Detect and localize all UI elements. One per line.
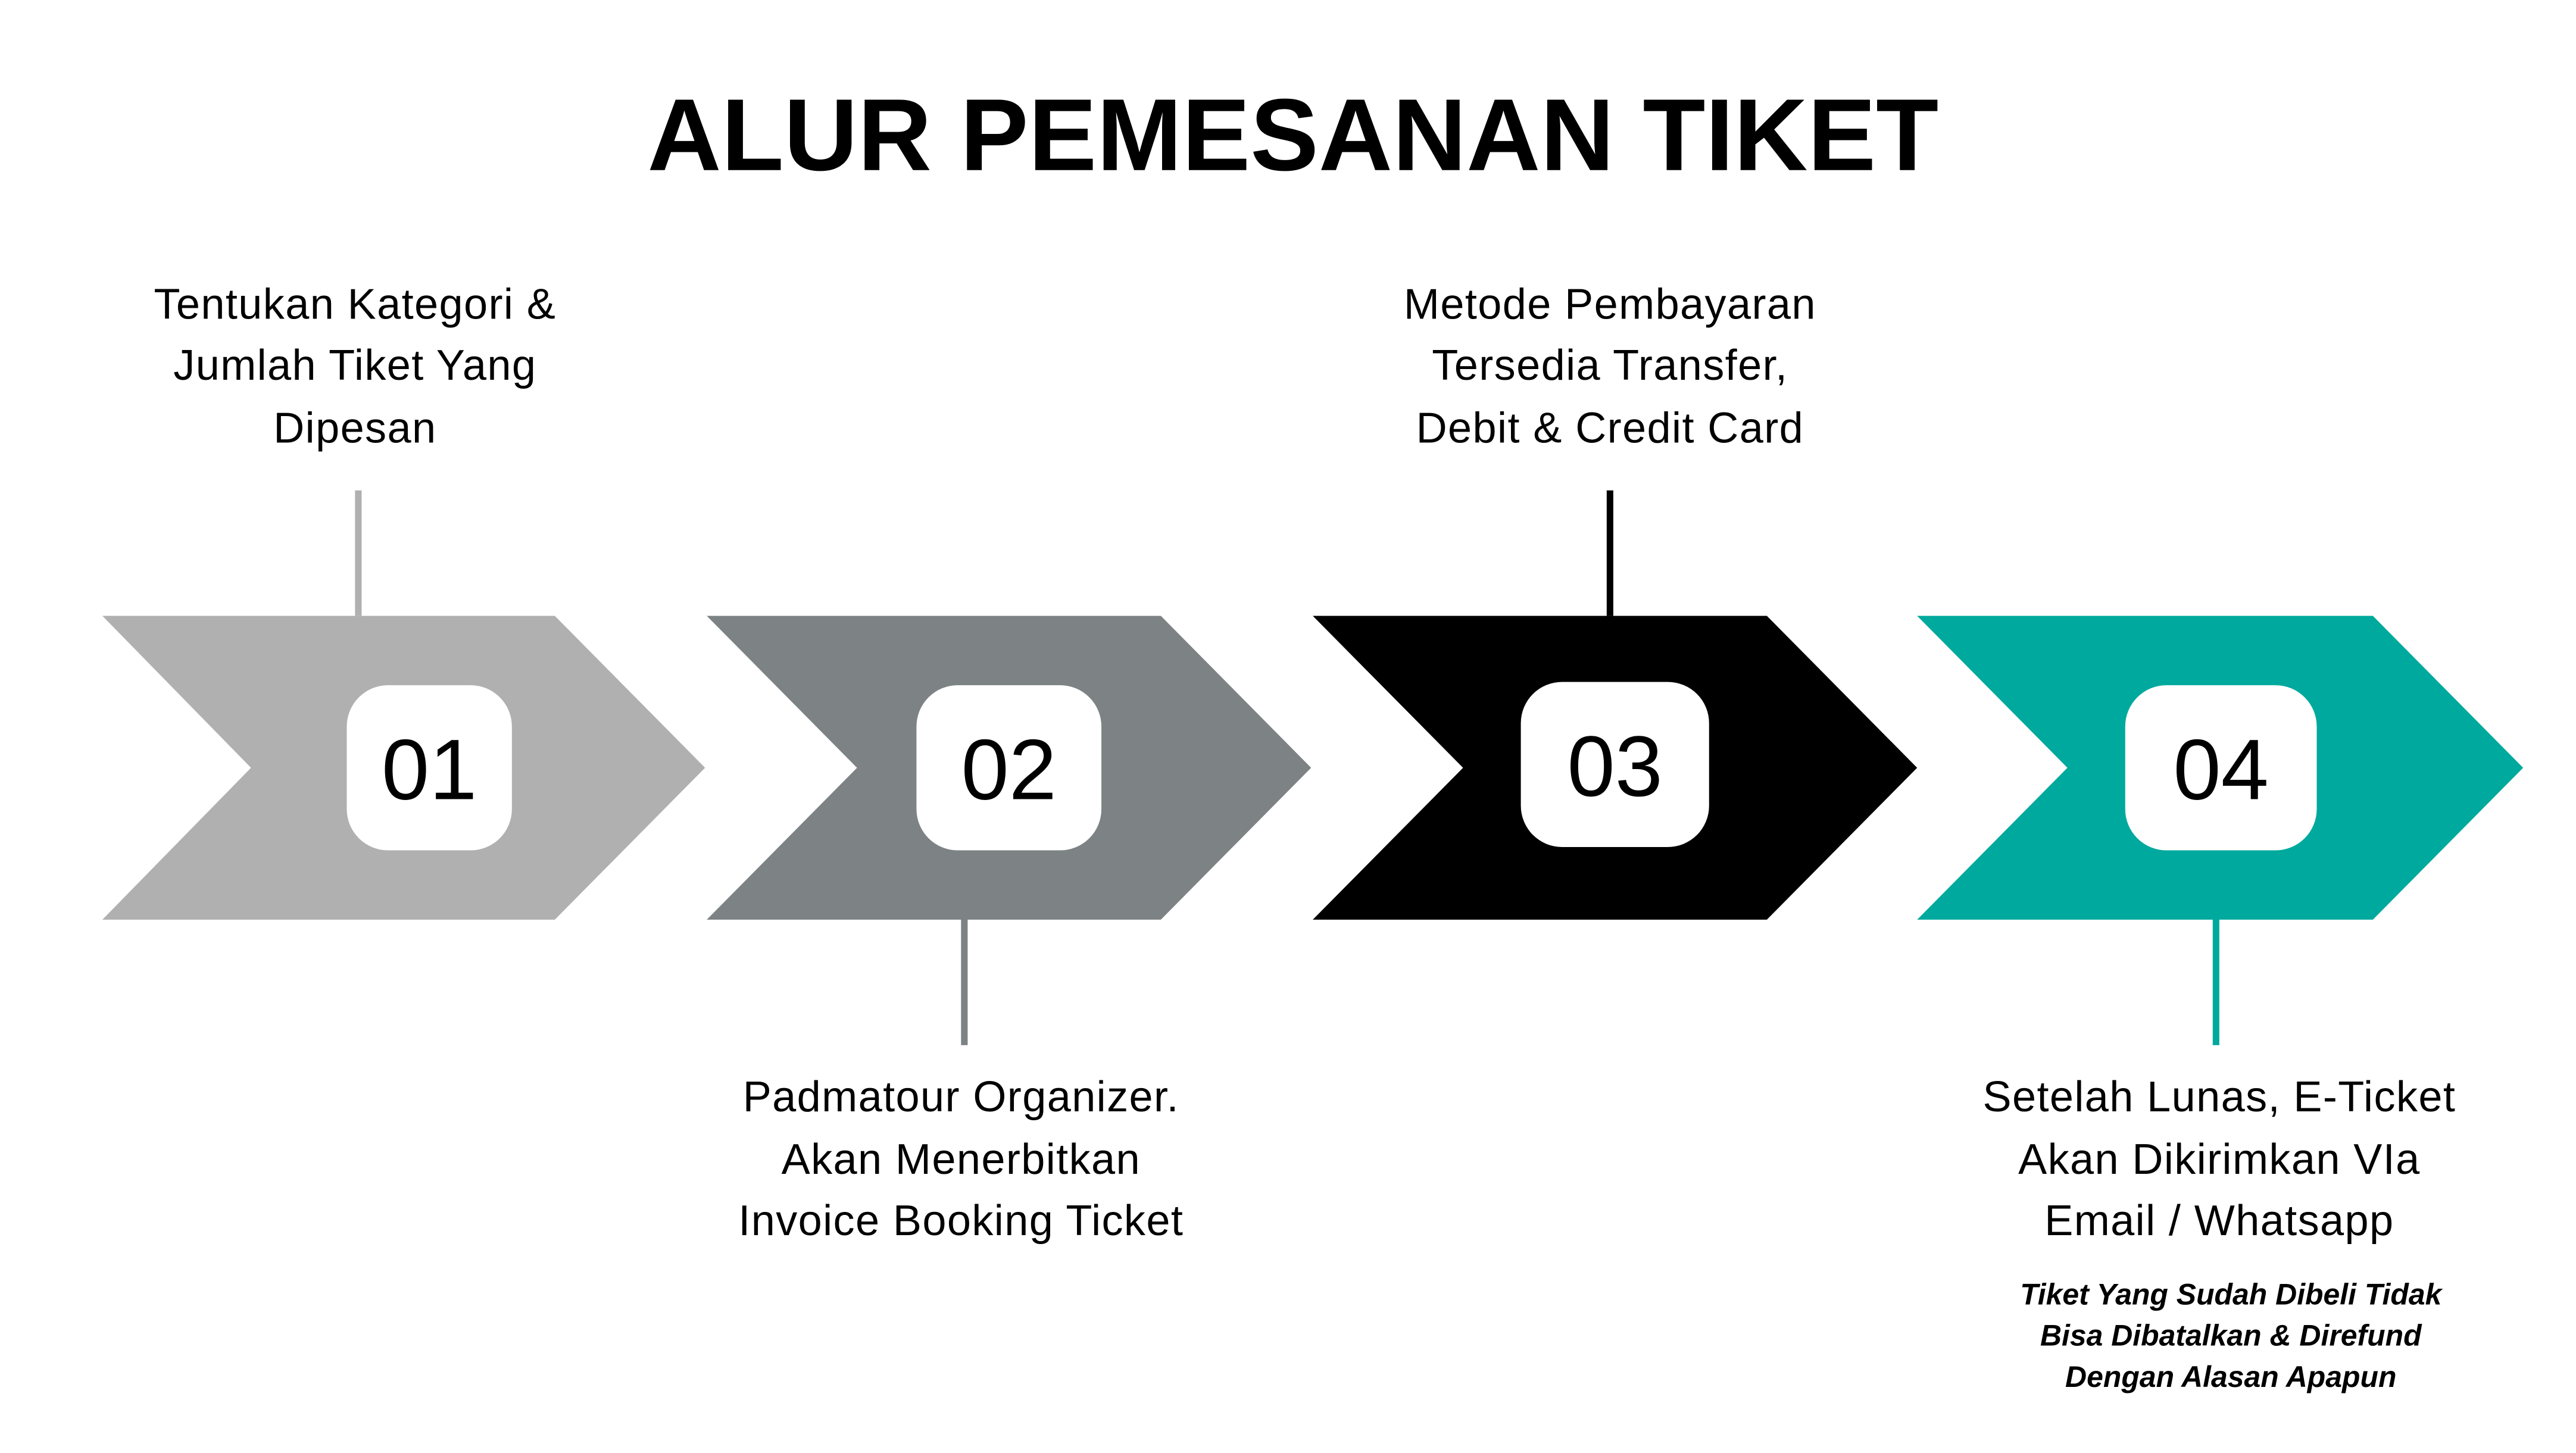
step-2-badge: 02 [916, 685, 1102, 851]
step-3-badge: 03 [1520, 682, 1709, 847]
step-3-connector [1606, 490, 1613, 616]
step-3-number: 03 [1567, 718, 1662, 814]
step-4-description: Setelah Lunas, E-Ticket Akan Dikirimkan … [1982, 1073, 2456, 1245]
step-3-description: Metode Pembayaran Tersedia Transfer, Deb… [1404, 280, 1816, 452]
step-1-connector [355, 490, 362, 616]
desc-line: Padmatour Organizer. [743, 1073, 1179, 1121]
desc-line: Dipesan [273, 404, 436, 452]
step-4-badge: 04 [2125, 685, 2317, 851]
step-4-number: 04 [2173, 721, 2268, 818]
refund-note: Tiket Yang Sudah Dibeli Tidak Bisa Dibat… [2020, 1277, 2443, 1393]
desc-line: Metode Pembayaran [1404, 280, 1816, 328]
desc-line: Setelah Lunas, E-Ticket [1982, 1073, 2456, 1121]
desc-line: Invoice Booking Ticket [738, 1197, 1184, 1245]
note-line: Dengan Alasan Apapun [2065, 1360, 2396, 1393]
step-1-description: Tentukan Kategori & Jumlah Tiket Yang Di… [154, 280, 556, 452]
page-title: ALUR PEMESANAN TIKET [647, 78, 1938, 192]
desc-line: Email / Whatsapp [2044, 1197, 2394, 1245]
desc-line: Tersedia Transfer, [1432, 342, 1788, 389]
desc-line: Debit & Credit Card [1416, 404, 1804, 452]
note-line: Bisa Dibatalkan & Direfund [2040, 1319, 2422, 1352]
step-2-number: 02 [961, 721, 1057, 818]
note-line: Tiket Yang Sudah Dibeli Tidak [2020, 1277, 2443, 1311]
step-1-number: 01 [382, 721, 477, 818]
desc-line: Jumlah Tiket Yang [173, 342, 536, 389]
desc-line: Akan Dikirimkan VIa [2018, 1136, 2421, 1183]
step-4-connector [2212, 920, 2219, 1045]
step-2-description: Padmatour Organizer. Akan Menerbitkan In… [738, 1073, 1184, 1245]
step-2-connector [961, 920, 968, 1045]
desc-line: Tentukan Kategori & [154, 280, 556, 328]
step-1-badge: 01 [346, 685, 512, 851]
desc-line: Akan Menerbitkan [782, 1136, 1141, 1183]
